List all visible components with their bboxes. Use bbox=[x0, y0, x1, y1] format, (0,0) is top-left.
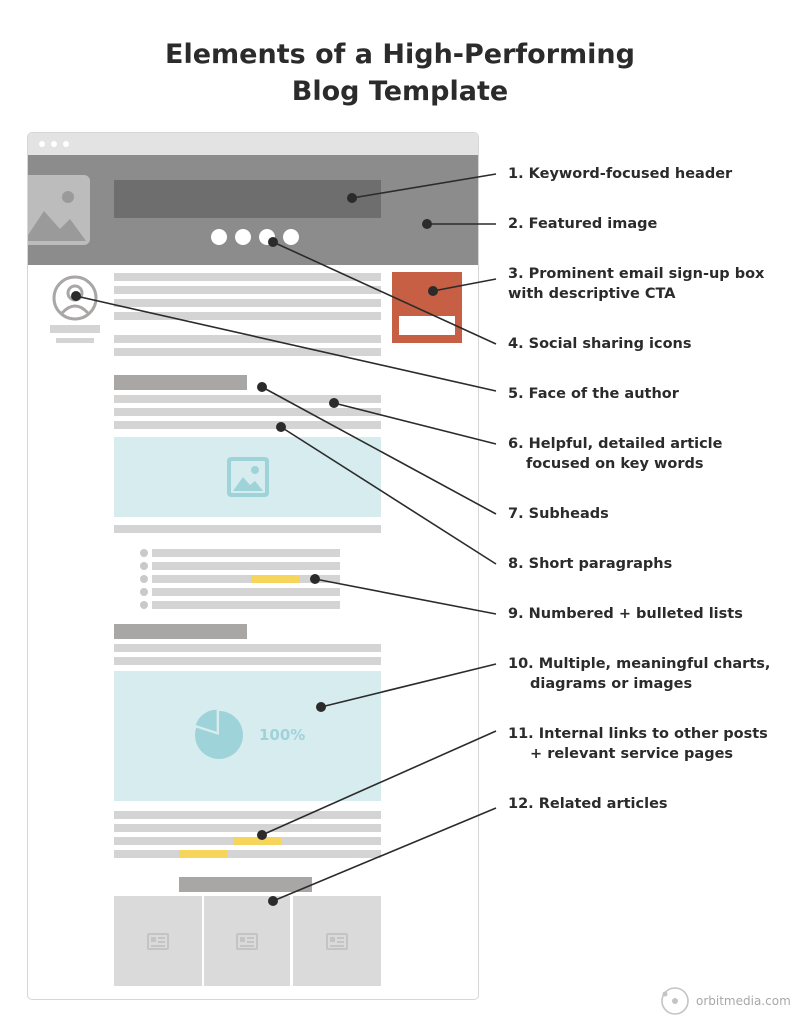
list-bullet bbox=[140, 601, 148, 609]
internal-link[interactable] bbox=[233, 837, 281, 845]
browser-mockup: 100% bbox=[27, 132, 479, 1000]
author-bio-line bbox=[56, 338, 94, 343]
callout-label-4: 4. Social sharing icons bbox=[508, 334, 692, 354]
header-title-block bbox=[114, 180, 381, 218]
list-bullet bbox=[140, 562, 148, 570]
callout-label-text: 2. Featured image bbox=[508, 216, 658, 232]
related-articles-heading bbox=[179, 877, 312, 892]
chart-image-panel: 100% bbox=[114, 671, 381, 801]
callout-label-text: 9. Numbered + bulleted lists bbox=[508, 606, 743, 622]
callout-label-text: 12. Related articles bbox=[508, 796, 668, 812]
list-item-line bbox=[152, 588, 340, 596]
callout-label-text: diagrams or images bbox=[530, 676, 693, 692]
list-bullet bbox=[140, 588, 148, 596]
callout-label-3: 3. Prominent email sign-up box with descr… bbox=[508, 264, 764, 304]
callout-label-6: 6. Helpful, detailed article focused on k… bbox=[508, 434, 723, 474]
text-line bbox=[114, 335, 381, 343]
related-article-card[interactable] bbox=[293, 896, 381, 986]
newspaper-icon bbox=[147, 933, 169, 950]
internal-link[interactable] bbox=[179, 850, 227, 858]
list-item-line bbox=[152, 601, 340, 609]
subhead-bar bbox=[114, 375, 247, 390]
text-line bbox=[114, 312, 381, 320]
social-share-dot[interactable] bbox=[283, 229, 299, 245]
callout-label-text: 11. Internal links to other posts bbox=[508, 726, 768, 742]
title-line-1: Elements of a High-Performing bbox=[165, 39, 635, 70]
callout-label-11: 11. Internal links to other posts + relev… bbox=[508, 724, 768, 764]
callout-label-text: + relevant service pages bbox=[530, 746, 734, 762]
list-item-line bbox=[152, 562, 340, 570]
avatar-icon bbox=[52, 275, 98, 321]
callout-label-text: with descriptive CTA bbox=[508, 286, 676, 302]
text-line bbox=[114, 348, 381, 356]
pie-chart-icon bbox=[195, 709, 243, 759]
newspaper-icon bbox=[236, 933, 258, 950]
callout-label-10: 10. Multiple, meaningful charts, diagrams… bbox=[508, 654, 770, 694]
window-dot bbox=[63, 141, 69, 147]
callout-label-1: 1. Keyword-focused header bbox=[508, 164, 732, 184]
callout-label-text: 8. Short paragraphs bbox=[508, 556, 673, 572]
callout-label-5: 5. Face of the author bbox=[508, 384, 679, 404]
callout-label-text: 10. Multiple, meaningful charts, bbox=[508, 656, 771, 672]
callout-label-9: 9. Numbered + bulleted lists bbox=[508, 604, 743, 624]
list-item-line bbox=[152, 575, 340, 583]
callout-label-text: 4. Social sharing icons bbox=[508, 336, 692, 352]
text-line bbox=[114, 657, 381, 665]
callout-label-2: 2. Featured image bbox=[508, 214, 657, 234]
callout-label-text: focused on key words bbox=[526, 456, 704, 472]
list-item-line bbox=[152, 549, 340, 557]
text-line bbox=[114, 850, 381, 858]
callout-label-text: 1. Keyword-focused header bbox=[508, 166, 733, 182]
callout-label-8: 8. Short paragraphs bbox=[508, 554, 672, 574]
article-image-panel bbox=[114, 437, 381, 517]
brand-name: orbitmedia.com bbox=[696, 994, 791, 1008]
callout-label-12: 12. Related articles bbox=[508, 794, 668, 814]
browser-title-bar bbox=[28, 133, 478, 155]
orbit-logo-icon bbox=[661, 987, 689, 1015]
social-share-dot[interactable] bbox=[235, 229, 251, 245]
callout-label-text: 5. Face of the author bbox=[508, 386, 679, 402]
window-dot bbox=[39, 141, 45, 147]
text-line bbox=[114, 421, 381, 429]
text-line bbox=[114, 395, 381, 403]
text-line bbox=[114, 811, 381, 819]
window-dot bbox=[51, 141, 57, 147]
text-line bbox=[114, 644, 381, 652]
image-icon bbox=[28, 175, 90, 245]
text-line bbox=[114, 824, 381, 832]
subhead-bar bbox=[114, 624, 247, 639]
related-article-card[interactable] bbox=[204, 896, 290, 986]
social-share-dot[interactable] bbox=[259, 229, 275, 245]
list-bullet bbox=[140, 575, 148, 583]
callout-label-7: 7. Subheads bbox=[508, 504, 609, 524]
blog-header bbox=[28, 155, 478, 265]
list-bullet bbox=[140, 549, 148, 557]
title-line-2: Blog Template bbox=[291, 76, 509, 107]
text-line bbox=[114, 525, 381, 533]
text-line bbox=[114, 299, 381, 307]
author-name-line bbox=[50, 325, 100, 333]
email-signup-box bbox=[392, 272, 462, 343]
text-line bbox=[114, 286, 381, 294]
page-title: Elements of a High-Performing Blog Templ… bbox=[0, 36, 800, 110]
related-article-card[interactable] bbox=[114, 896, 202, 986]
chart-percent-label: 100% bbox=[259, 726, 306, 744]
signup-cta-button[interactable] bbox=[399, 316, 455, 335]
callout-label-text: 7. Subheads bbox=[508, 506, 609, 522]
image-icon bbox=[227, 457, 269, 497]
highlighted-link[interactable] bbox=[251, 575, 300, 583]
callout-label-text: 3. Prominent email sign-up box bbox=[508, 266, 765, 282]
brand-footer: orbitmedia.com bbox=[660, 986, 791, 1016]
text-line bbox=[114, 273, 381, 281]
social-share-dot[interactable] bbox=[211, 229, 227, 245]
callout-label-text: 6. Helpful, detailed article bbox=[508, 436, 723, 452]
text-line bbox=[114, 408, 381, 416]
newspaper-icon bbox=[326, 933, 348, 950]
